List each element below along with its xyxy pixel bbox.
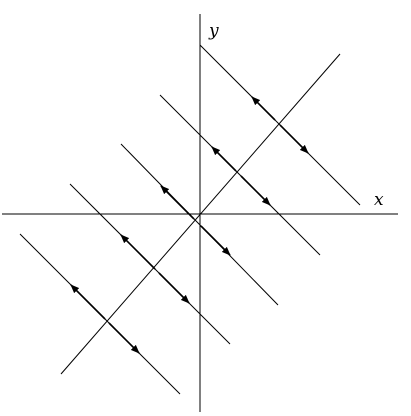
flow-arrow-2-upper bbox=[211, 146, 237, 172]
trajectory-3 bbox=[120, 143, 279, 306]
y-axis-label: y bbox=[208, 21, 219, 41]
flow-arrow-5-upper bbox=[70, 284, 106, 320]
x-axis-label: x bbox=[374, 190, 384, 210]
flow-arrow-4-upper bbox=[120, 234, 156, 270]
flow-arrow-3-lower bbox=[200, 225, 231, 256]
equilibrium-line bbox=[60, 53, 341, 375]
flow-arrow-1-lower bbox=[279, 124, 309, 154]
trajectory-2 bbox=[159, 94, 321, 256]
flow-arrow-4-lower bbox=[158, 272, 190, 304]
flow-arrow-1-upper bbox=[251, 96, 276, 121]
flow-arrow-3-upper bbox=[160, 185, 195, 220]
flow-arrow-2-lower bbox=[240, 175, 271, 206]
flow-arrow-5-lower bbox=[108, 322, 140, 354]
